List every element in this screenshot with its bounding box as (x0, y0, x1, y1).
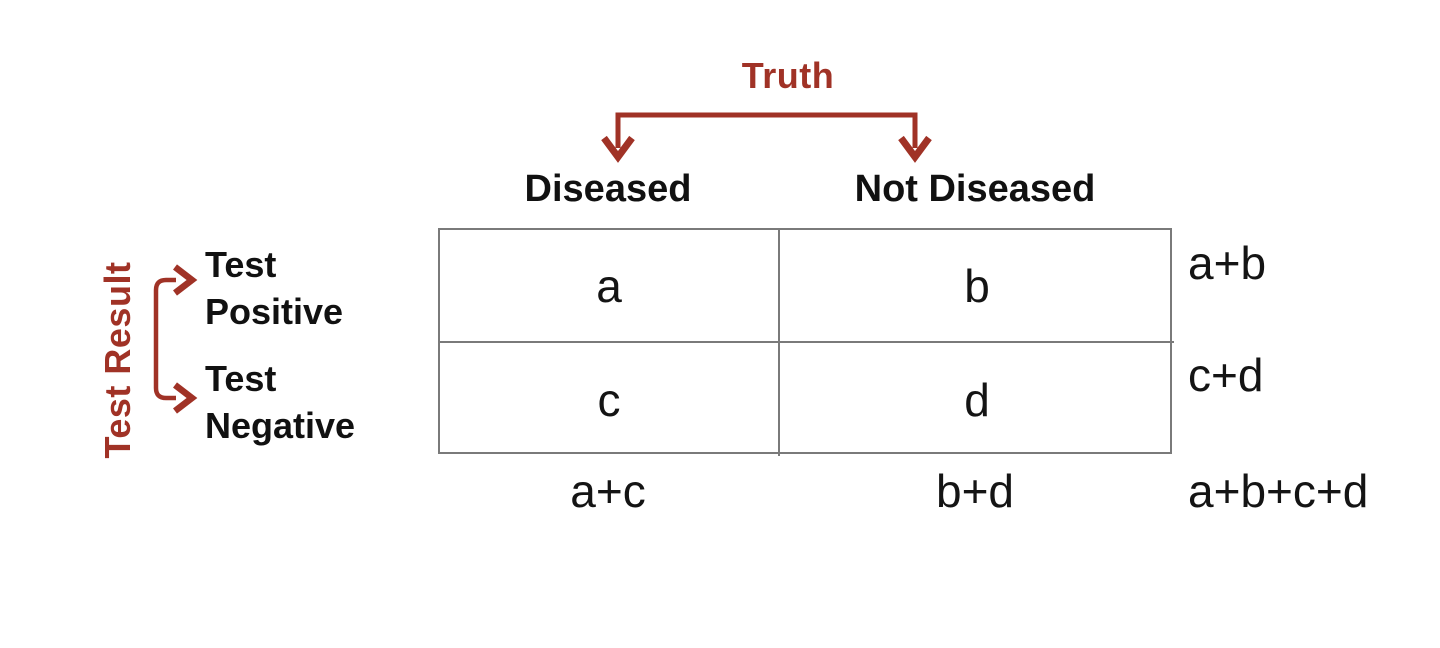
cell-true-negative: d (964, 373, 990, 426)
column-total-not-diseased: b+d (935, 465, 1015, 517)
right-arrow-icon (173, 382, 198, 414)
right-arrow-icon (173, 264, 198, 296)
cell-false-positive: b (780, 230, 1174, 343)
truth-bracket (615, 112, 918, 148)
cell-true-positive: a (440, 230, 780, 343)
test-result-axis-title: Test Result (97, 261, 138, 459)
truth-axis-title: Truth (741, 55, 835, 96)
two-by-two-table: a b c d (438, 228, 1174, 456)
column-total-diseased: a+c (570, 465, 646, 517)
down-arrow-icon (601, 135, 635, 163)
column-header-diseased: Diseased (524, 168, 692, 210)
row-header-line: Test (205, 358, 277, 399)
row-header-line: Test (205, 244, 277, 285)
cell-false-negative: c (440, 343, 780, 456)
column-header-not-diseased: Not Diseased (854, 168, 1096, 210)
row-header-line: Negative (205, 405, 356, 446)
down-arrow-icon (898, 135, 932, 163)
row-header-line: Positive (205, 291, 344, 332)
grand-total: a+b+c+d (1188, 465, 1369, 517)
test-result-bracket (153, 277, 176, 401)
row-header-test-negative: Test Negative (205, 355, 355, 449)
row-total-positive: a+b (1188, 237, 1267, 289)
row-total-negative: c+d (1188, 349, 1264, 401)
row-header-test-positive: Test Positive (205, 241, 343, 335)
